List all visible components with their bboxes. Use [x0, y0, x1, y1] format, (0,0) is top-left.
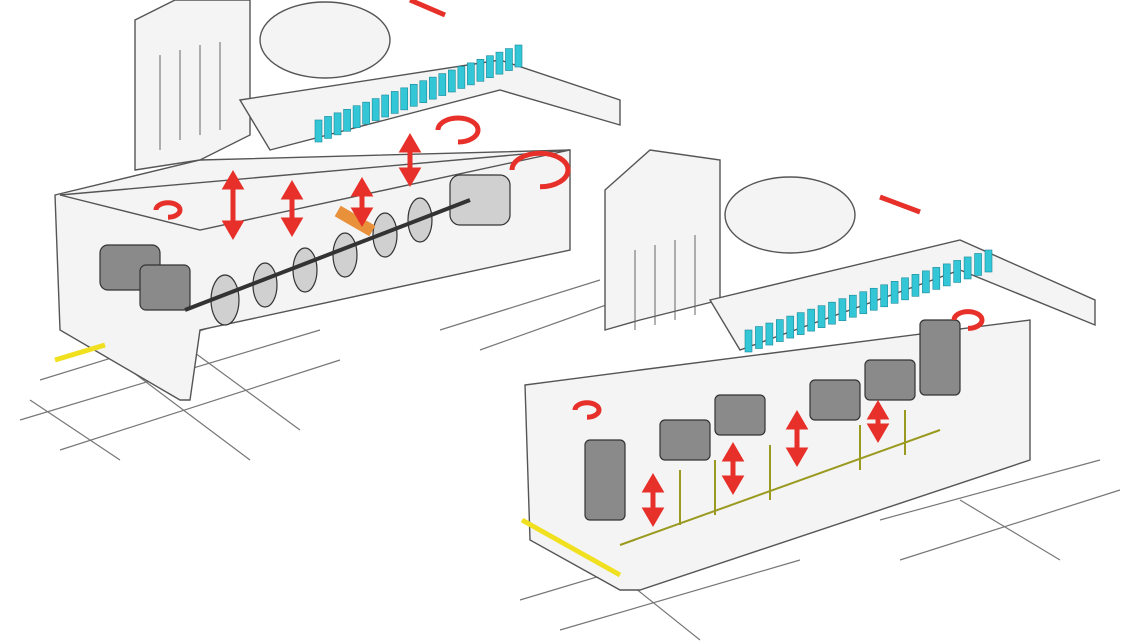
bottle: [381, 94, 389, 118]
cam-disc: [372, 212, 398, 258]
clutch-housing: [449, 174, 511, 226]
bottle: [428, 76, 437, 100]
bottle: [922, 270, 930, 294]
bottle: [744, 329, 753, 353]
motion-arrows: [153, 0, 571, 240]
bottle: [859, 291, 868, 315]
bottle: [352, 105, 361, 129]
vertical-motion-arrow-icon: [721, 442, 745, 495]
bottle: [911, 274, 920, 297]
bottle: [942, 263, 951, 287]
bottle: [890, 281, 899, 304]
bottle: [776, 319, 784, 342]
bottle: [314, 119, 323, 143]
bottle: [817, 305, 826, 328]
bottle: [974, 253, 982, 276]
bottle: [419, 80, 428, 104]
bottle: [963, 256, 972, 280]
bottle: [828, 301, 836, 325]
vertical-motion-arrow-icon: [641, 473, 665, 527]
horizontal-motion-arrow-icon: [879, 194, 921, 215]
vertical-motion-arrow-icon: [280, 180, 304, 237]
bottle: [765, 322, 774, 346]
bottle: [400, 87, 409, 111]
bottle-feeding-bowl: [724, 176, 856, 254]
cam-disc: [332, 232, 358, 278]
filler-head-frame: [604, 149, 721, 331]
bottle: [755, 326, 763, 349]
bottle: [324, 116, 332, 139]
bottle: [786, 315, 795, 339]
cam-disc: [292, 247, 318, 293]
bottle: [371, 98, 380, 121]
bottle: [901, 277, 909, 301]
camshaft: [184, 198, 471, 312]
bottle-row: [744, 249, 993, 353]
bottle: [869, 287, 878, 311]
drive-belt: [334, 205, 376, 237]
servo-motor-icon: [659, 419, 711, 461]
bottle: [807, 308, 815, 332]
vertical-motion-arrow-icon: [398, 133, 422, 187]
vertical-motion-arrow-icon: [866, 400, 890, 443]
bottle: [409, 83, 418, 107]
filling-nozzles: [634, 235, 696, 330]
bottle: [932, 267, 941, 290]
rotation-arrow-icon: [572, 400, 602, 420]
bottle: [438, 73, 447, 96]
bottle: [467, 62, 475, 86]
servo-motor-icon: [919, 319, 961, 396]
rotation-arrow-icon: [435, 115, 481, 145]
drive-train: [99, 174, 511, 326]
servo-motor-icon: [584, 439, 626, 521]
bottle: [796, 312, 805, 335]
bottle: [495, 51, 504, 75]
conveyor-rail: [708, 239, 1096, 351]
bottle: [333, 112, 342, 136]
rotation-arrow-icon: [951, 309, 985, 331]
gearbox-icon: [139, 264, 191, 311]
servo-cabling: [619, 410, 941, 546]
servo-motor-icon: [714, 394, 766, 436]
vertical-motion-arrow-icon: [785, 410, 809, 467]
rotation-arrow-icon: [153, 200, 183, 220]
mechanical-filling-machine: [54, 0, 621, 401]
vertical-motion-arrow-icon: [350, 177, 374, 227]
bottle: [505, 48, 513, 71]
cam-disc: [252, 262, 278, 308]
servo-motor-icon: [809, 379, 861, 421]
bottle-row: [314, 44, 523, 143]
bottle: [390, 91, 399, 114]
bottle: [953, 260, 961, 283]
power-cable: [520, 517, 622, 578]
servo-motor-icon: [864, 359, 916, 401]
filling-nozzles: [159, 42, 221, 150]
servo-filling-machine: [520, 149, 1096, 591]
bottle: [849, 294, 857, 318]
bottle: [476, 58, 485, 82]
vertical-motion-arrow-icon: [221, 170, 245, 240]
bottle: [486, 55, 494, 79]
bottle: [984, 249, 993, 273]
bottle: [448, 69, 456, 93]
bottle: [343, 108, 351, 132]
bottle: [880, 284, 888, 308]
rotation-arrow-icon: [509, 150, 571, 190]
bottle: [514, 44, 523, 68]
filler-head-frame: [134, 0, 251, 171]
bottle-feeding-bowl: [259, 1, 391, 79]
bottle: [362, 101, 370, 125]
power-cable: [54, 342, 106, 363]
horizontal-motion-arrow-icon: [409, 0, 446, 18]
motion-arrows: [572, 194, 985, 527]
bottle: [838, 298, 847, 321]
servo-motors: [584, 319, 961, 521]
bottle: [457, 66, 466, 89]
